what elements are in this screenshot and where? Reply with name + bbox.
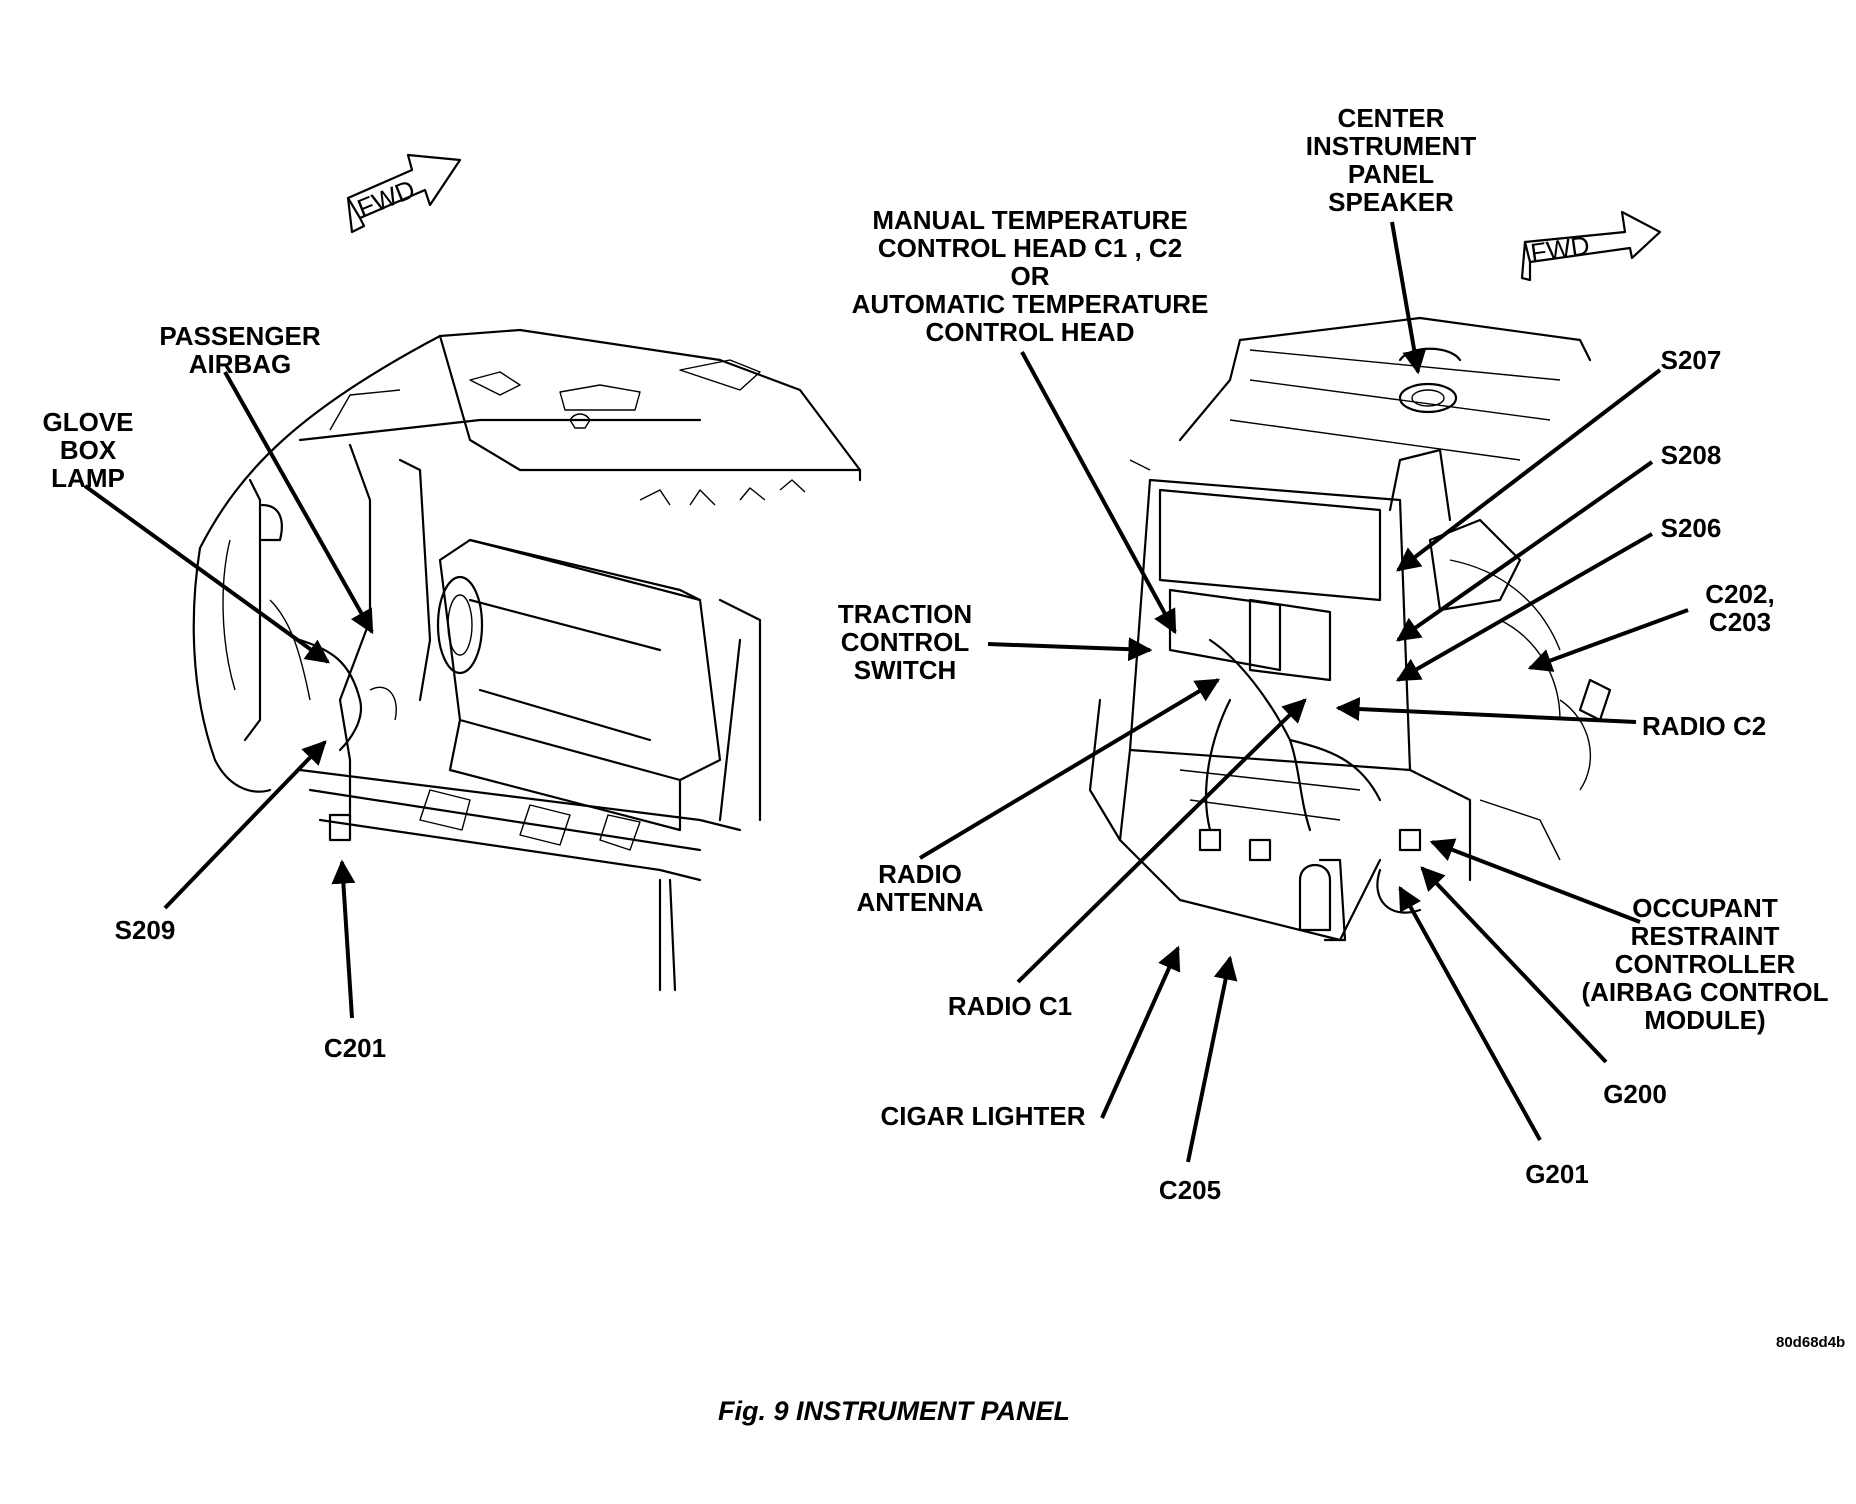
- leader-c202-c203: [1527, 608, 1689, 672]
- label-s208: S208: [1660, 440, 1722, 470]
- fwd-arrow-icon-right: FWD: [1520, 210, 1662, 282]
- fwd-label-right: FWD: [1529, 230, 1592, 268]
- leader-radio-c1: [1016, 698, 1307, 984]
- leader-s206: [1395, 532, 1653, 682]
- label-temp-control: MANUAL TEMPERATURE CONTROL HEAD C1 , C2 …: [851, 205, 1209, 347]
- label-traction-control: TRACTION CONTROL SWITCH: [837, 599, 973, 685]
- leader-occupant-restraint: [1429, 838, 1641, 924]
- image-code: 80d68d4b: [1776, 1334, 1846, 1351]
- label-s207: S207: [1660, 345, 1722, 375]
- label-glove-box-lamp: GLOVE BOX LAMP: [42, 407, 134, 493]
- label-c202-c203: C202, C203: [1705, 579, 1775, 637]
- leader-passenger-airbag: [223, 371, 374, 635]
- leader-c201: [331, 859, 356, 1019]
- label-occupant-restraint: OCCUPANT RESTRAINT CONTROLLER (AIRBAG CO…: [1581, 893, 1829, 1035]
- leader-glove-box-lamp: [83, 484, 330, 664]
- label-cigar-lighter: CIGAR LIGHTER: [880, 1101, 1086, 1131]
- leader-lines: [83, 221, 1689, 1163]
- label-c201: C201: [323, 1033, 387, 1063]
- leader-s209: [163, 740, 327, 910]
- figure-caption: Fig. 9 INSTRUMENT PANEL: [718, 1396, 1071, 1426]
- label-s206: S206: [1660, 513, 1722, 543]
- leader-radio-c2: [1335, 697, 1637, 724]
- passenger-side-panel-drawing: [192, 328, 862, 992]
- leader-cigar-lighter: [1100, 945, 1181, 1119]
- label-radio-antenna: RADIO ANTENNA: [856, 859, 984, 917]
- label-g200: G200: [1603, 1079, 1667, 1109]
- leader-s207: [1396, 368, 1662, 572]
- leader-temp-control: [1020, 351, 1177, 635]
- leader-s208: [1396, 460, 1654, 642]
- leader-c205: [1186, 955, 1238, 1163]
- label-passenger-airbag: PASSENGER AIRBAG: [159, 321, 321, 379]
- label-c205: C205: [1158, 1175, 1222, 1205]
- label-center-speaker: CENTER INSTRUMENT PANEL SPEAKER: [1305, 103, 1477, 217]
- leader-center-speaker: [1390, 221, 1427, 375]
- label-g201: G201: [1525, 1159, 1589, 1189]
- label-radio-c2: RADIO C2: [1642, 711, 1767, 741]
- leader-traction-control: [987, 637, 1153, 662]
- label-s209: S209: [114, 915, 176, 945]
- fwd-arrow-icon-left: FWD: [346, 153, 462, 234]
- leader-g200: [1420, 866, 1608, 1064]
- center-stack-panel-drawing: [1088, 316, 1612, 942]
- label-radio-c1: RADIO C1: [947, 991, 1073, 1021]
- leader-g201: [1398, 885, 1542, 1141]
- leader-radio-antenna: [918, 678, 1221, 860]
